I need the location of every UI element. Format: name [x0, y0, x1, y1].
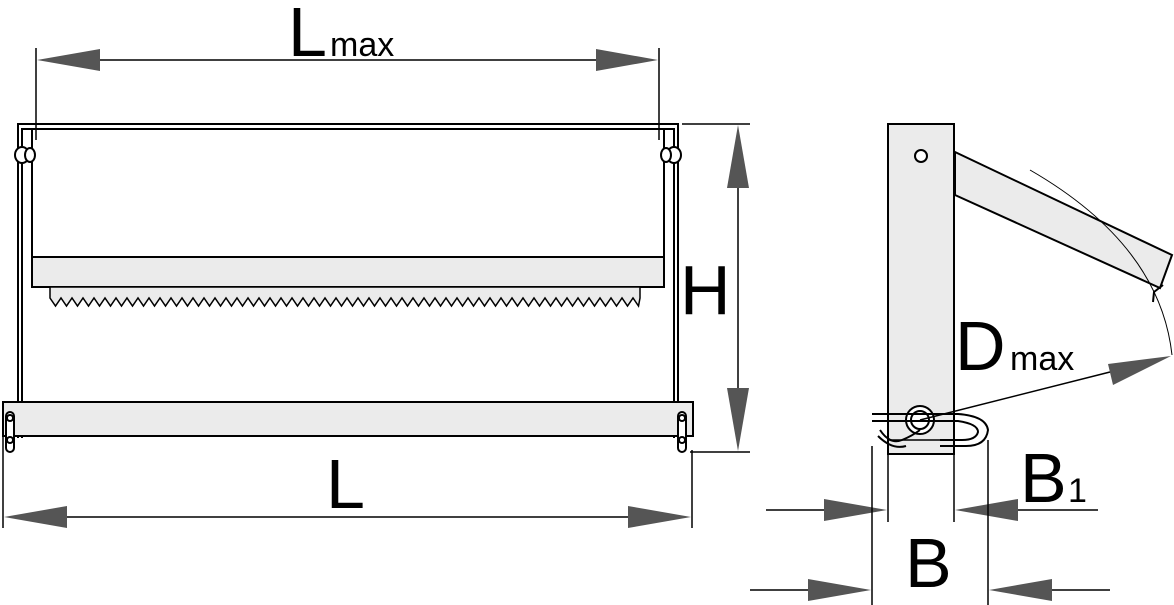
dmax-line	[919, 371, 1111, 421]
lmax-label-sub: max	[330, 26, 394, 64]
side-post	[887, 123, 955, 455]
h-arrow-bottom	[727, 388, 749, 451]
dimension-l: L	[2, 436, 693, 528]
bottom-left-pin	[5, 411, 15, 453]
side-arm	[954, 150, 1174, 290]
side-view: D max	[872, 123, 1174, 455]
roller-bar	[2, 401, 694, 437]
dimension-b1: B 1	[766, 439, 1098, 522]
h-label: H	[680, 251, 731, 329]
lmax-arrow-right	[596, 49, 658, 71]
b-arrow-left	[808, 579, 871, 601]
front-view	[2, 123, 694, 453]
l-arrow-right	[628, 506, 691, 528]
dmax-arrow	[1108, 356, 1171, 385]
lmax-label: L	[288, 0, 327, 71]
l-arrow-left	[4, 506, 67, 528]
b-arrow-right	[989, 579, 1052, 601]
dimension-h: H	[680, 123, 750, 453]
swing-arc	[1029, 169, 1173, 356]
bottom-right-pin	[677, 411, 687, 453]
side-pivot-hole	[914, 149, 928, 163]
top-frame	[17, 123, 679, 438]
dmax-label: D	[955, 307, 1006, 385]
b-label: B	[905, 524, 952, 602]
b1-label-sub: 1	[1068, 472, 1087, 510]
top-right-hinge	[660, 146, 682, 164]
dimension-lmax: L max	[35, 0, 660, 140]
dimension-b: B	[750, 440, 1110, 605]
b1-label: B	[1020, 439, 1067, 517]
lmax-arrow-left	[37, 49, 100, 71]
l-label: L	[326, 445, 365, 523]
b1-arrow-left	[824, 499, 887, 521]
b1-arrow-right	[955, 499, 1018, 521]
dmax-label-sub: max	[1010, 340, 1074, 378]
top-left-hinge	[14, 146, 36, 164]
h-arrow-top	[727, 125, 749, 188]
cutter-bar	[31, 256, 665, 288]
serrated-blade	[49, 286, 641, 308]
